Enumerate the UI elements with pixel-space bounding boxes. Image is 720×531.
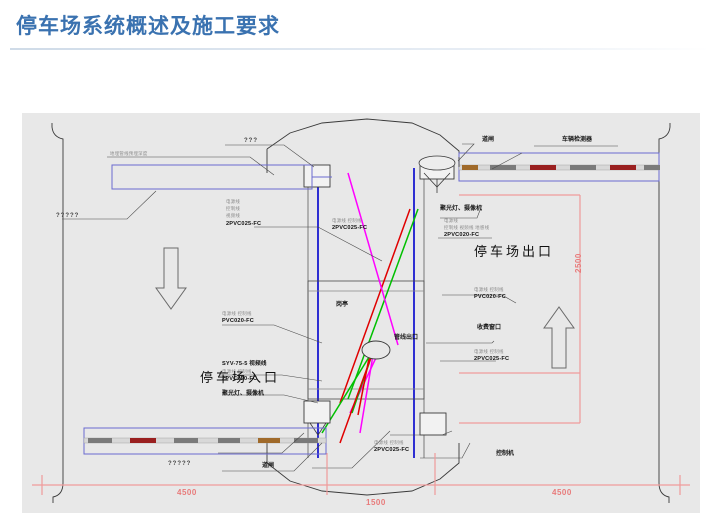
label-video-cable: SYV-75-5 视频线 bbox=[222, 361, 267, 367]
label-controller: 控制机 bbox=[496, 451, 515, 457]
label-right-code: PVC020-FC bbox=[474, 294, 506, 300]
dimension-right-vertical: 2500 bbox=[574, 253, 583, 273]
label-bottom-barrier-q: ????? bbox=[168, 461, 192, 467]
parking-exit-label: 停车场出口 bbox=[474, 245, 555, 260]
site-outline bbox=[51, 118, 671, 503]
leader-lines bbox=[62, 143, 618, 472]
label-left-code-f2: 控制线 bbox=[226, 206, 241, 211]
page-title: 停车场系统概述及施工要求 bbox=[16, 14, 280, 38]
label-right-low-code-f: 电源线 控制线 bbox=[474, 349, 504, 354]
label-exit-code: 2PVC020-FC bbox=[444, 232, 480, 238]
traffic-arrows bbox=[155, 247, 575, 369]
label-left-barrier-q: ????? bbox=[56, 213, 80, 219]
label-guard-booth: 岗亭 bbox=[336, 302, 349, 308]
label-bottom-code-f: 电源线 控制线 bbox=[374, 440, 404, 445]
cable-red-upper bbox=[339, 208, 411, 404]
label-bottom-gate: 道闸 bbox=[262, 463, 275, 469]
slide-header: 停车场系统概述及施工要求 bbox=[0, 0, 720, 60]
label-top-gate: 道闸 bbox=[482, 137, 495, 143]
title-divider bbox=[10, 48, 710, 50]
label-left-code-f3: 视频线 bbox=[226, 213, 241, 218]
top-right-barrier bbox=[458, 152, 660, 182]
label-exit-code-f1: 电源线 bbox=[444, 218, 459, 223]
label-right-low-code: 2PVC025-FC bbox=[474, 356, 510, 362]
cable-red-lower bbox=[357, 352, 371, 416]
label-left-code-f1: 电源线 bbox=[226, 199, 241, 204]
dimension-bottom-right: 4500 bbox=[552, 488, 572, 497]
label-toll-window: 收费窗口 bbox=[477, 325, 502, 331]
top-left-barrier bbox=[111, 164, 332, 190]
top-gate-assembly bbox=[303, 155, 456, 193]
label-exit-light: 聚光灯、摄像机 bbox=[440, 206, 483, 212]
label-top-left-fuzzy: 地埋管线预埋深度 bbox=[110, 151, 148, 156]
parking-lot-diagram: 地埋管线预埋深度 ??? ????? 道闸 车辆检测器 电源线 控制线 2PVC… bbox=[22, 113, 700, 513]
label-exit-code-f2: 控制线 视频线 地感线 bbox=[444, 225, 490, 230]
bottom-left-barrier bbox=[83, 427, 327, 455]
cable-magenta-upper bbox=[347, 172, 399, 346]
pipe-outlet-junction bbox=[361, 340, 391, 360]
bottom-gate-assembly bbox=[303, 400, 447, 436]
label-top-center-q: ??? bbox=[244, 138, 258, 144]
label-mid-left-code2-f: 电源线 控制线 bbox=[222, 369, 252, 374]
cable-green-upper bbox=[347, 208, 419, 400]
label-mid-left-code2: 2PVC020-FC bbox=[222, 376, 258, 382]
dimension-bottom-center: 1500 bbox=[366, 498, 386, 507]
cable-bundle bbox=[339, 172, 419, 416]
label-vehicle-detector: 车辆检测器 bbox=[562, 137, 593, 143]
dimension-lines bbox=[32, 194, 690, 495]
label-top-right-code-f: 电源线 控制线 bbox=[332, 218, 362, 223]
label-mid-left-code-f: 电源线 控制线 bbox=[222, 311, 252, 316]
label-right-code-f: 电源线 控制线 bbox=[474, 287, 504, 292]
parking-entrance-label: 停车场入口 bbox=[200, 371, 281, 386]
label-bottom-code: 2PVC025-FC bbox=[374, 447, 410, 453]
label-mid-left-code: PVC020-FC bbox=[222, 318, 254, 324]
label-left-code: 2PVC025-FC bbox=[226, 221, 262, 227]
label-entrance-light: 聚光灯、摄像机 bbox=[222, 391, 265, 397]
dimension-bottom-left: 4500 bbox=[177, 488, 197, 497]
cad-drawing-svg bbox=[32, 118, 690, 503]
label-pipe-outlet: 管线出口 bbox=[394, 335, 419, 341]
label-top-right-code: 2PVC025-FC bbox=[332, 225, 368, 231]
